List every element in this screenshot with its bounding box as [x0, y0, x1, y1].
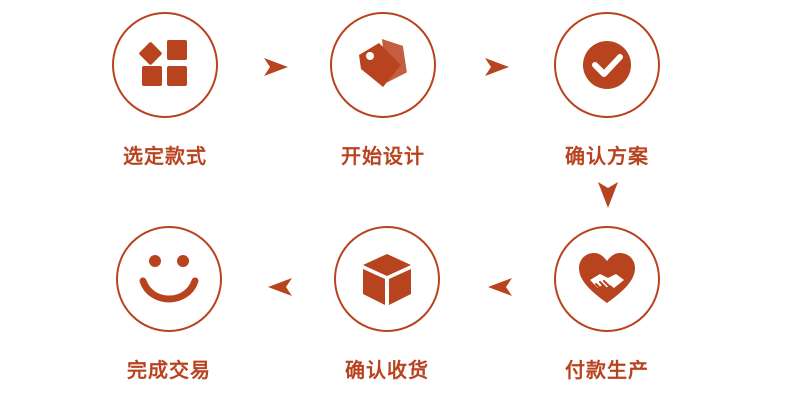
step-label: 确认收货 [345, 358, 429, 382]
step-label: 选定款式 [123, 144, 207, 168]
step-icon-ring [330, 12, 436, 118]
step-label: 确认方案 [565, 144, 649, 168]
step-label: 开始设计 [341, 144, 425, 168]
apps-grid-icon [139, 40, 187, 86]
arrow-left-icon [268, 278, 292, 296]
step-select-style: 选定款式 [107, 12, 223, 169]
price-tags-icon [359, 39, 407, 87]
step-icon-ring [112, 12, 218, 118]
arrow-left-icon [488, 278, 512, 296]
arrow-right-icon [264, 58, 288, 76]
handshake-heart-icon [579, 253, 635, 303]
step-label: 付款生产 [565, 358, 649, 382]
package-box-icon [363, 254, 411, 305]
step-icon-ring [334, 226, 440, 332]
step-payment-production: 付款生产 [549, 226, 665, 383]
step-icon-ring [554, 12, 660, 118]
step-icon-ring [554, 226, 660, 332]
smiley-face-icon [139, 255, 199, 303]
step-confirm-plan: 确认方案 [549, 12, 665, 169]
check-circle-icon [583, 41, 631, 89]
arrow-right-icon [485, 58, 509, 76]
step-label: 完成交易 [127, 358, 211, 382]
step-start-design: 开始设计 [325, 12, 441, 169]
step-confirm-receipt: 确认收货 [329, 226, 445, 383]
step-icon-ring [116, 226, 222, 332]
arrow-down-icon [598, 182, 618, 208]
step-complete-transaction: 完成交易 [111, 226, 227, 383]
